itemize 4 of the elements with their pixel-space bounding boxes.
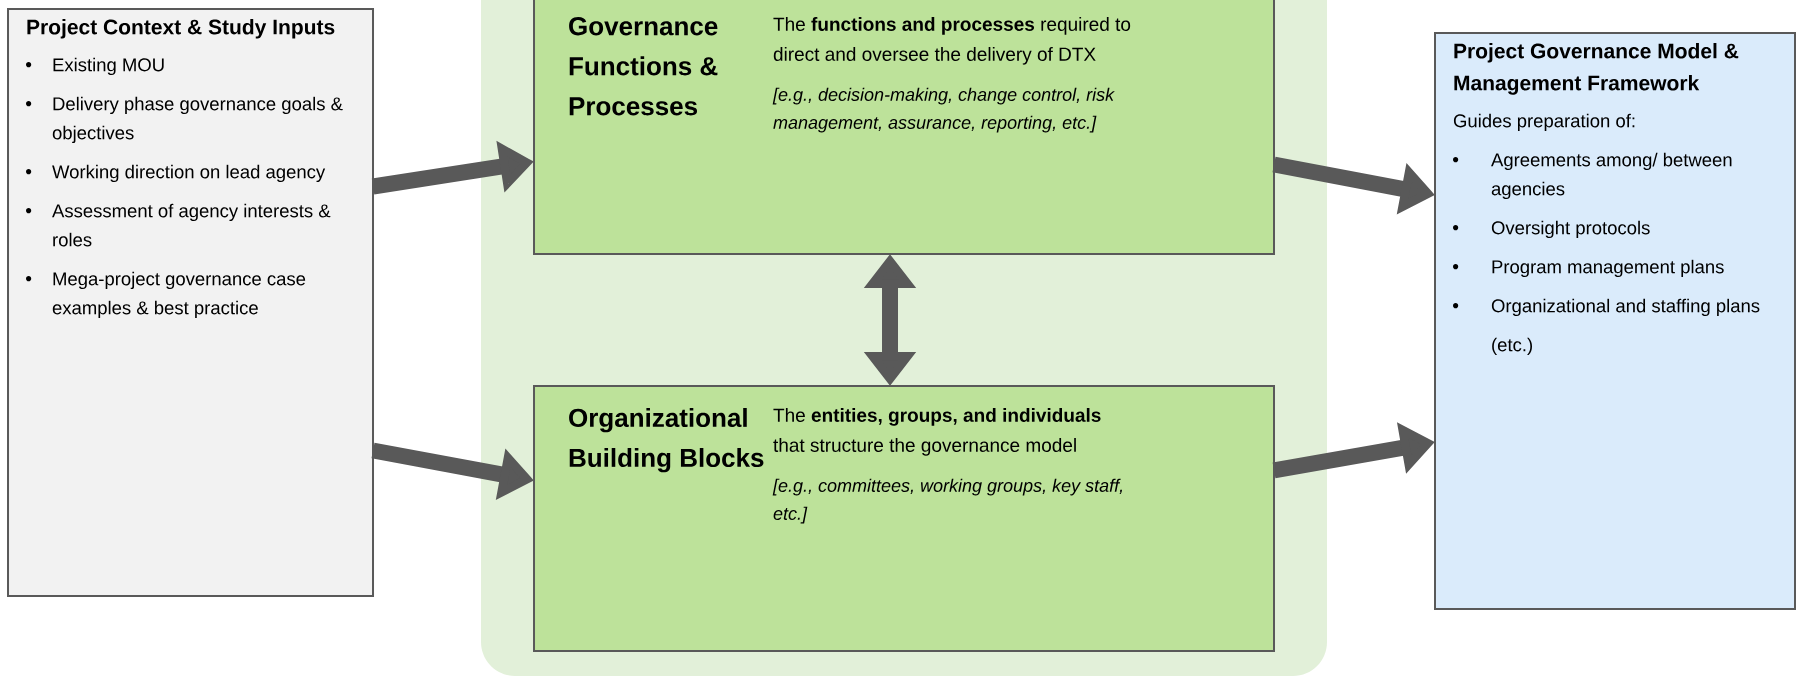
process-box: Organizational Building Blocks The entities, groups, and individuals that structure the governance model [e.g., committees, working groups, key staff, etc.] [533, 385, 1275, 652]
output-box: Project Governance Model & Management Framework Guides preparation of: Agreements among/ between agencies Oversight protocols Program management plans Organizational and staffing plans (etc.) [1434, 32, 1796, 610]
input-box: Project Context & Study Inputs Existing MOU Delivery phase governance goals & objectives Working direction on lead agency Assessment of agency interests & roles Mega-project governance case examples & best practice [7, 8, 374, 597]
process-box: Governance Functions & Processes The functions and processes required to direct and oversee the delivery of DTX [e.g., decision-making, change control, risk management, assurance, reporting, etc.] [533, 0, 1275, 255]
